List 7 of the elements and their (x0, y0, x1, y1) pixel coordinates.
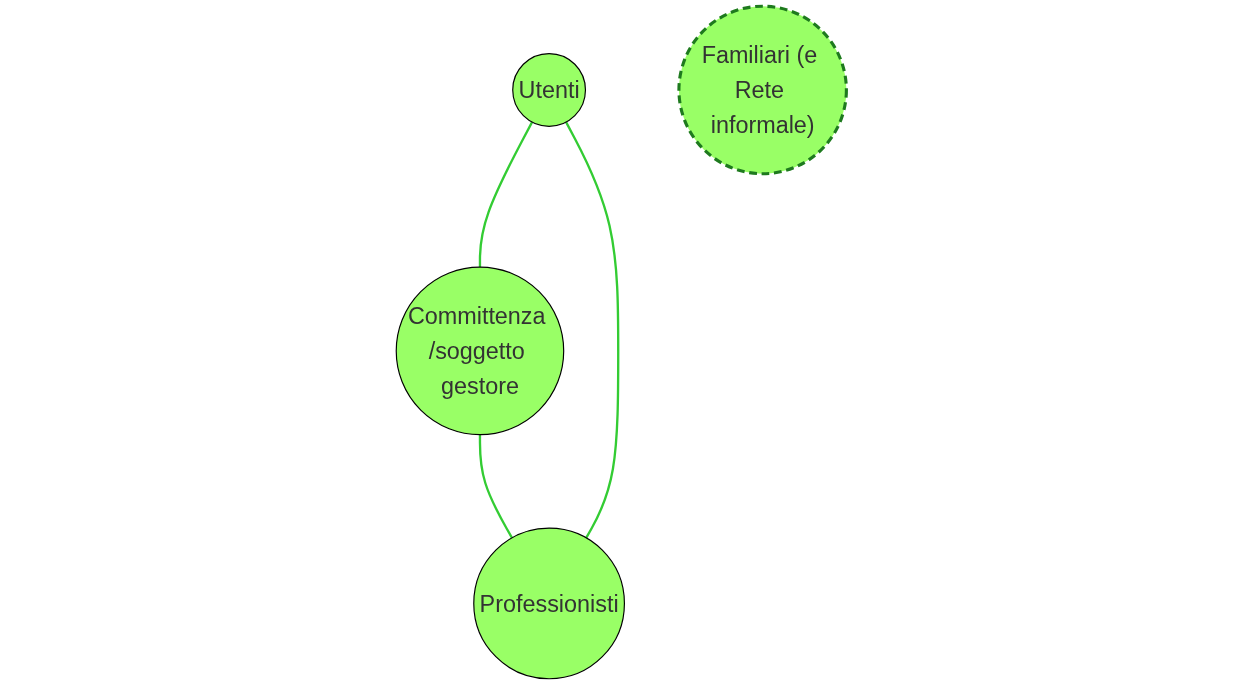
node-circle: Professionisti (472, 527, 625, 680)
connector (478, 121, 533, 268)
node-circle: Familiari (e Rete informale) (677, 4, 848, 176)
node-circle: Utenti (511, 53, 586, 127)
connector (564, 121, 620, 539)
connector (478, 434, 513, 539)
node-circle: Committenza /soggetto gestore (395, 266, 564, 436)
